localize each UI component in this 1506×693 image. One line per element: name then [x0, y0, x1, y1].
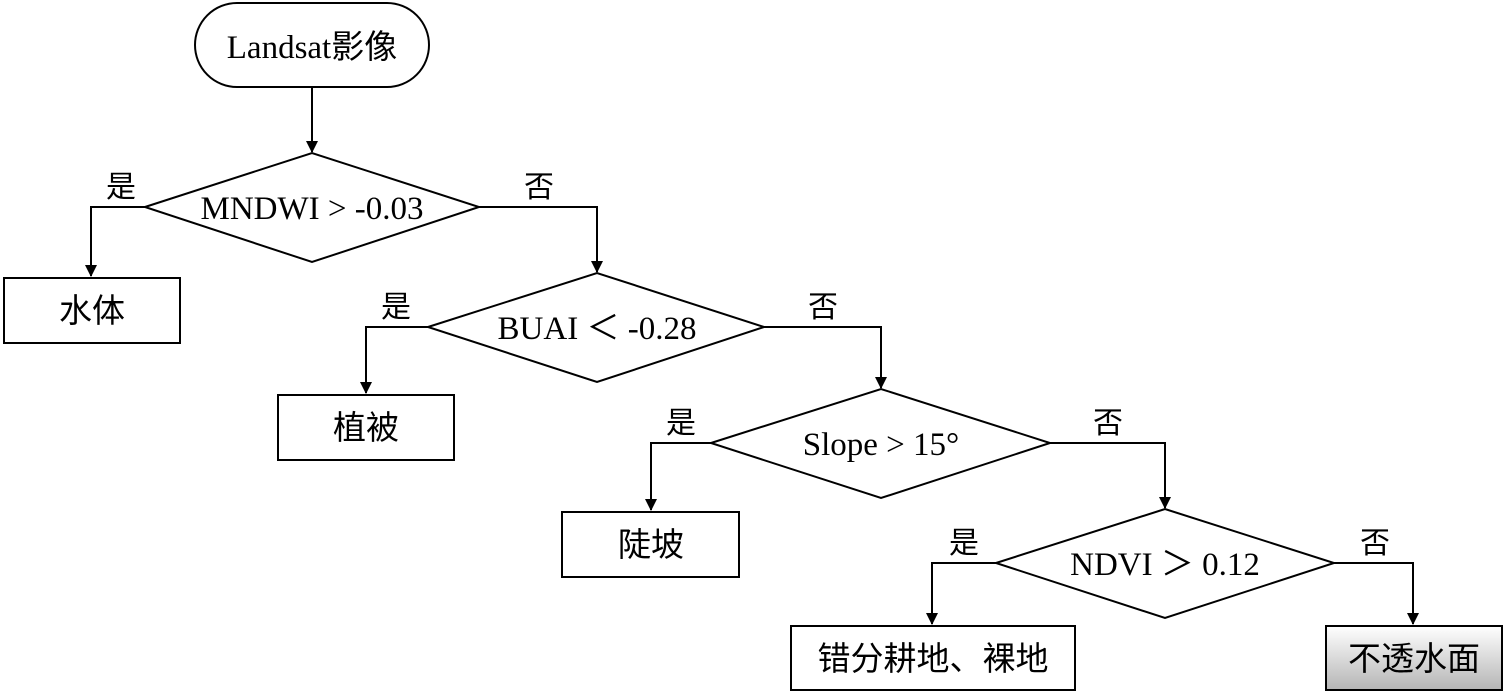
outcome-node-5: 不透水面: [1325, 625, 1503, 691]
decision-4-yes-label: 是: [949, 527, 979, 560]
decision-node-3-label: Slope > 15°: [803, 427, 959, 463]
decision-node-2: BUAI ＜ -0.28: [424, 271, 768, 384]
outcome-node-3: 陡坡: [561, 511, 740, 578]
decision-node-1: MNDWI > -0.03: [141, 151, 483, 264]
edge-decision-2-yes: [360, 326, 428, 394]
edge-decision-1-no: [479, 206, 603, 273]
edge-decision-4-no: [1334, 562, 1419, 625]
decision-2-no-label: 否: [808, 291, 838, 324]
outcome-node-4-label: 错分耕地、裸地: [818, 641, 1049, 678]
outcome-node-1-label: 水体: [59, 293, 125, 330]
decision-node-4: NDVI ＞ 0.12: [992, 507, 1338, 620]
decision-node-2-label: BUAI ＜ -0.28: [498, 311, 697, 347]
edge-decision-3-no: [1050, 442, 1171, 509]
edge-decision-2-no: [764, 326, 887, 389]
outcome-node-3-label: 陡坡: [618, 527, 684, 564]
start-node: Landsat影像: [194, 2, 430, 88]
start-node-label: Landsat影像: [227, 29, 397, 66]
edge-decision-3-yes: [645, 442, 711, 511]
outcome-node-2: 植被: [277, 394, 455, 461]
outcome-node-1: 水体: [3, 277, 181, 344]
decision-1-no-label: 否: [524, 171, 554, 204]
outcome-node-4: 错分耕地、裸地: [790, 625, 1076, 691]
decision-node-3: Slope > 15°: [707, 387, 1054, 500]
decision-node-1-label: MNDWI > -0.03: [201, 191, 424, 227]
outcome-node-5-label: 不透水面: [1348, 641, 1480, 678]
decision-node-4-label: NDVI ＞ 0.12: [1070, 547, 1260, 583]
edge-decision-4-yes: [926, 562, 996, 625]
decision-2-yes-label: 是: [381, 291, 411, 324]
decision-3-yes-label: 是: [666, 407, 696, 440]
decision-1-yes-label: 是: [106, 171, 136, 204]
decision-4-no-label: 否: [1360, 527, 1390, 560]
edge-decision-1-yes: [85, 206, 145, 277]
outcome-node-2-label: 植被: [333, 410, 399, 447]
decision-3-no-label: 否: [1093, 407, 1123, 440]
